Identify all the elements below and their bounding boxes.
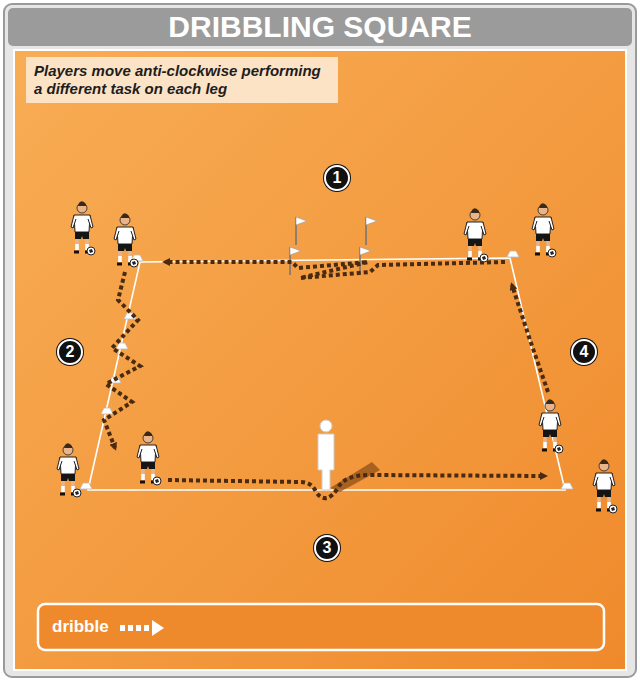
legend-band [38,604,604,650]
title-band [8,8,632,46]
legend-text: dribble [52,617,109,637]
callout-number: 3 [314,535,340,561]
legend-sample-head [152,620,164,636]
title: DRIBBLING SQUARE [8,8,632,46]
dribble-paths [104,262,548,498]
note-text: Players move anti-clockwise performing a… [34,62,321,97]
mannequin [318,420,334,490]
callout-text: 1 [333,169,342,187]
callout-text: 4 [580,343,589,361]
callout-text: 3 [323,539,332,557]
callout-number: 2 [57,339,83,365]
pitch-panel [14,50,626,670]
cones [80,251,573,489]
players [57,201,617,513]
callout-number: 1 [324,165,350,191]
note-box: Players move anti-clockwise performing a… [26,57,338,103]
frame [4,4,636,677]
callout-number: 4 [571,339,597,365]
flags [290,217,377,275]
callout-text: 2 [66,343,75,361]
legend-sample [120,625,150,631]
square-lines [88,258,565,490]
